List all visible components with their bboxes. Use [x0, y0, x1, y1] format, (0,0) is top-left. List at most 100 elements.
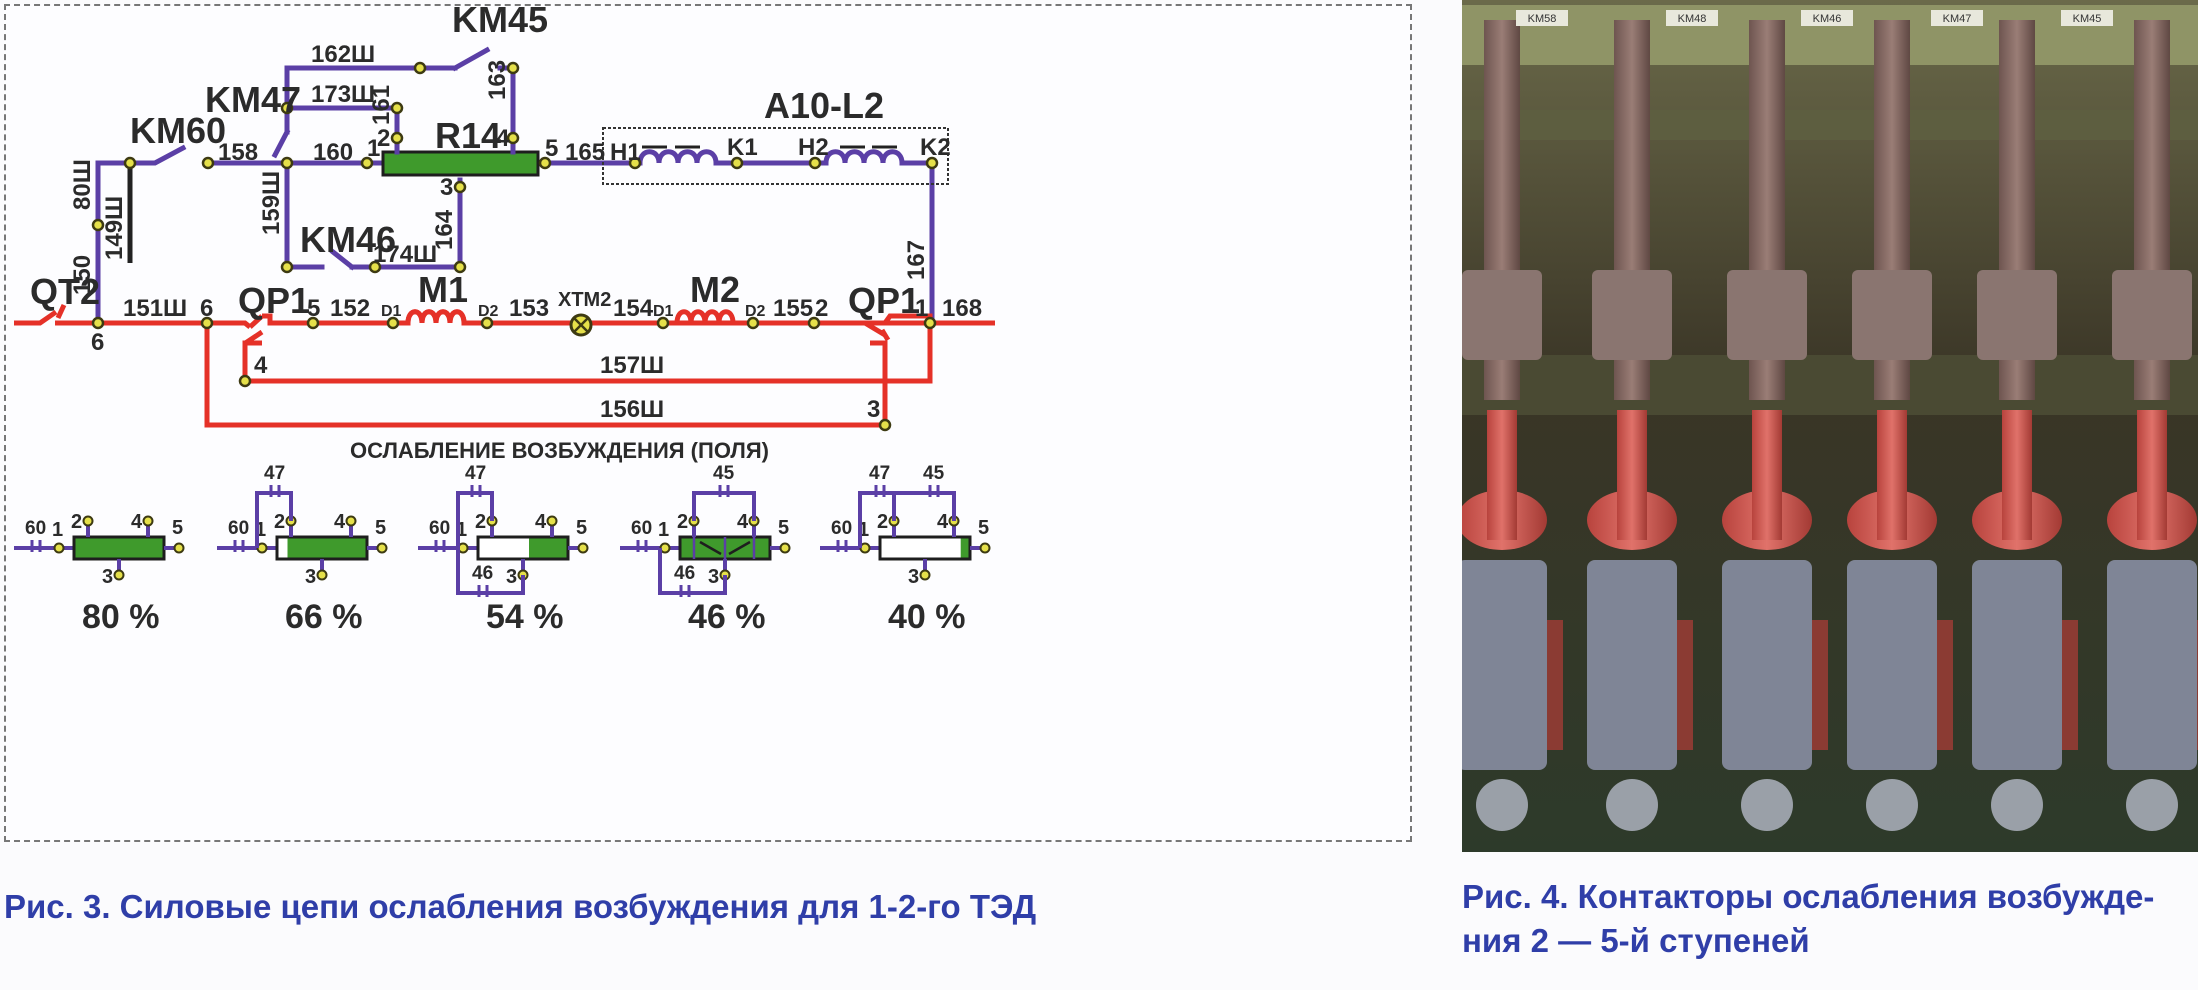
- km46-contact: [329, 248, 356, 271]
- contact-label-47: 47: [869, 463, 890, 484]
- terminal-node: [779, 542, 791, 554]
- photo-tag-bg: [1666, 10, 1718, 26]
- stage-percent: 40 %: [888, 598, 966, 636]
- terminal-node: [142, 515, 154, 527]
- qp1-term-3: 3: [867, 396, 880, 423]
- arc-chute: [1462, 560, 1547, 770]
- qp1-left-label: QP1: [238, 280, 310, 321]
- wire-80-150: [95, 160, 133, 326]
- insulator-stem: [1877, 410, 1907, 540]
- terminal-bar: [1547, 620, 1563, 750]
- a10-l2-box: [602, 127, 949, 185]
- wire-156: [204, 323, 888, 428]
- contact-label-60: 60: [228, 518, 249, 539]
- wire: [456, 548, 525, 595]
- r14-term-4: 4: [496, 125, 510, 152]
- terminal-1: 1: [52, 519, 63, 541]
- wire-155-label: 155: [773, 295, 813, 322]
- arc-chute: [1587, 560, 1677, 770]
- wire: [692, 491, 756, 521]
- terminal-5: 5: [978, 517, 989, 539]
- contactor-unit: [2107, 20, 2198, 831]
- r14-term-3: 3: [440, 174, 453, 201]
- arc-chute: [1722, 560, 1812, 770]
- contactor-unit: [1972, 20, 2078, 831]
- wire-158-label: 158: [218, 139, 258, 166]
- insulator-stem: [2002, 410, 2032, 540]
- photo-tag-label: KM58: [1528, 13, 1557, 25]
- wire-164-label: 164: [431, 209, 458, 250]
- contact-label-60: 60: [631, 518, 652, 539]
- contact-label-47: 47: [264, 463, 285, 484]
- terminal-node: [173, 542, 185, 554]
- wire-163-label: 163: [484, 60, 511, 100]
- terminal-node: [919, 569, 931, 581]
- terminal-3: 3: [908, 566, 919, 588]
- coil-cap: [1741, 779, 1793, 831]
- terminal-bar: [2062, 620, 2078, 750]
- figure-3-caption: Рис. 3. Силовые цепи ослабления возбужде…: [4, 888, 1037, 925]
- terminal-nodes: [91, 61, 939, 432]
- wire-174-label: 174Ш: [373, 241, 437, 268]
- terminal-node: [979, 542, 991, 554]
- wire-161-label: 161: [368, 85, 395, 125]
- qp1-term-6: 6: [200, 295, 213, 322]
- km45-label: KM45: [452, 0, 548, 40]
- contactor-head: [1977, 270, 2057, 360]
- terminal-1: 1: [456, 519, 467, 541]
- wire-151-label: 151Ш: [123, 295, 187, 322]
- photo-tag-bg: [1931, 10, 1983, 26]
- diag: [699, 540, 722, 556]
- photo-tag-label: KM46: [1813, 13, 1842, 25]
- r14-label: R14: [435, 115, 501, 156]
- contact-label-46: 46: [472, 563, 493, 584]
- terminal-node: [546, 515, 558, 527]
- terminal-5: 5: [576, 517, 587, 539]
- xtm2-label: XTM2: [558, 289, 611, 311]
- km45-contact: [451, 46, 491, 72]
- insulator-stem: [1617, 410, 1647, 540]
- photo-tag-label: KM48: [1678, 13, 1707, 25]
- terminal-3: 3: [708, 566, 719, 588]
- terminal-node: [316, 569, 328, 581]
- terminal-node: [53, 542, 65, 554]
- contact-label-60: 60: [25, 518, 46, 539]
- insulator-stem: [1487, 410, 1517, 540]
- stage-percent: 46 %: [688, 598, 766, 636]
- field-weakening-schematic: KM45 162Ш 173Ш KM47 KM60 158 160 R14 A10…: [14, 0, 995, 636]
- qt2-label: QT2: [30, 271, 100, 312]
- terminal-3: 3: [102, 566, 113, 588]
- wire-149-label: 149Ш: [101, 196, 128, 260]
- contactor-unit: [1462, 20, 1563, 831]
- terminal-node: [376, 542, 388, 554]
- m1-term-d1: D1: [381, 303, 402, 320]
- wire-80-label: 80Ш: [69, 159, 96, 210]
- contactor-head: [1592, 270, 1672, 360]
- terminal-2: 2: [71, 511, 82, 533]
- a10-l2-label: A10-L2: [764, 85, 884, 126]
- contact-label-46: 46: [674, 563, 695, 584]
- terminal-1: 1: [658, 519, 669, 541]
- qp1-right-label: QP1: [848, 280, 920, 321]
- photo-tag-bg: [1516, 10, 1568, 26]
- resistor-r14: [381, 150, 540, 177]
- terminal-k2: K2: [920, 134, 951, 161]
- contact-label-60: 60: [831, 518, 852, 539]
- contact-label-45: 45: [713, 463, 735, 484]
- terminal-2: 2: [274, 511, 285, 533]
- contact-label-45: 45: [923, 463, 945, 484]
- contactor-head: [1852, 270, 1932, 360]
- contactor-head: [2112, 270, 2192, 360]
- terminal-2: 2: [677, 511, 688, 533]
- wire-160-label: 160: [313, 139, 353, 166]
- xtm2-lamp-icon: [569, 313, 593, 337]
- qp1-term-2: 2: [815, 295, 828, 322]
- wire-173-label: 173Ш: [311, 81, 375, 108]
- terminal-node: [577, 542, 589, 554]
- qp1-term-5: 5: [307, 295, 320, 322]
- coil-cap: [1991, 779, 2043, 831]
